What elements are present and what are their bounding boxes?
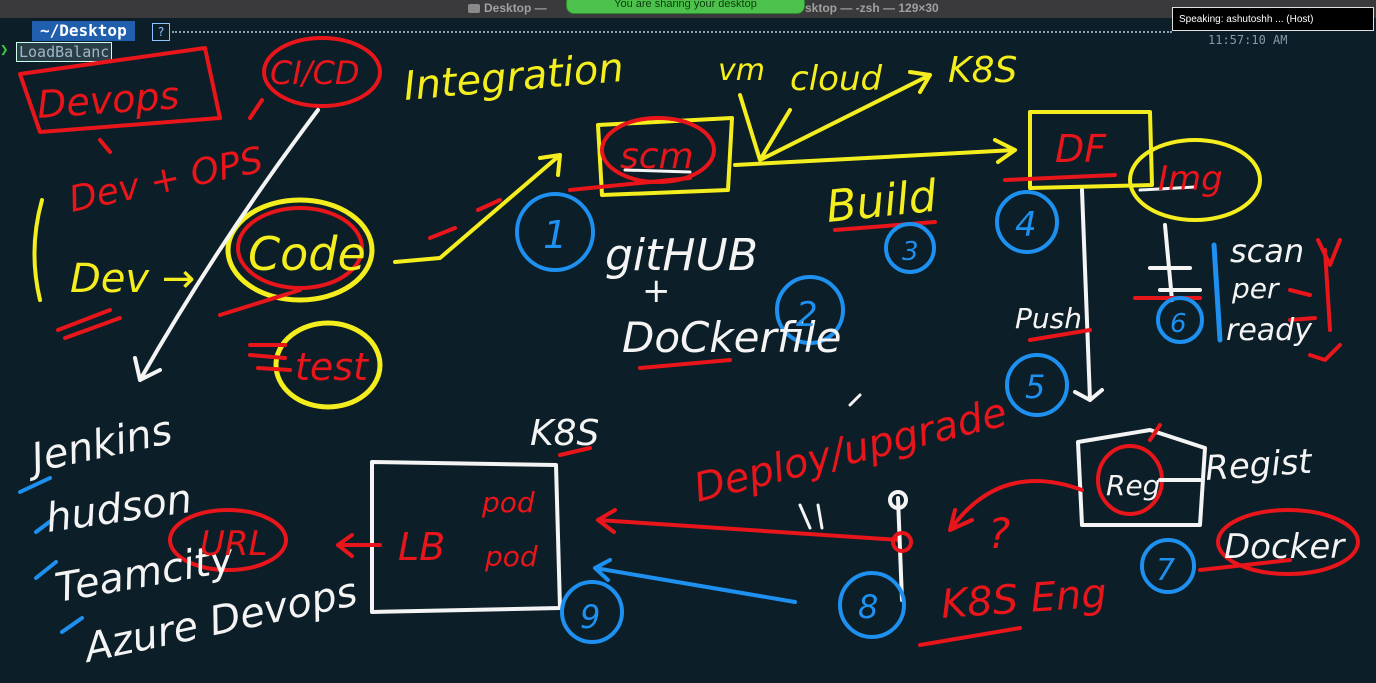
label-dev-arrow: Dev →: [70, 256, 195, 302]
label-step-2: 2: [796, 295, 818, 335]
label-vm: vm: [718, 53, 765, 88]
dev-bracket: [32, 198, 44, 302]
step-6-circle: [1156, 296, 1204, 344]
registry-to-k8s-arrow: [948, 479, 1084, 532]
label-jenkins: Jenkins: [21, 407, 177, 483]
label-cloud: cloud: [790, 59, 882, 99]
window-title-left-text: Desktop —: [484, 1, 547, 15]
label-cicd: CI/CD: [270, 54, 360, 92]
node-top: [888, 490, 908, 510]
label-build: Build: [824, 171, 940, 233]
label-k8s-eng: K8S Eng: [939, 571, 1108, 628]
step-8-circle: [838, 571, 906, 639]
scan-bar: [1211, 242, 1223, 343]
help-icon: ?: [152, 23, 170, 41]
tool-ticks: [18, 476, 84, 634]
url-ellipse: [168, 508, 288, 572]
step-1-circle: [515, 192, 595, 272]
label-reg: Reg: [1106, 469, 1160, 502]
cicd-tick: [248, 98, 264, 120]
code-ellipse: [225, 197, 375, 303]
label-deploy-upgrade: Deploy/upgrade: [689, 390, 1011, 512]
label-plus: +: [642, 271, 671, 311]
blue-arrow: [593, 558, 797, 604]
label-question: ?: [988, 509, 1010, 558]
label-url: URL: [200, 524, 267, 564]
label-step-9: 9: [580, 598, 600, 636]
label-scan: scan: [1230, 232, 1304, 270]
registry-box: [1076, 428, 1207, 527]
lb-to-url-arrow: [336, 533, 382, 558]
step-4-circle: [995, 190, 1059, 254]
white-strokes: [623, 168, 1197, 530]
prompt-path-segment: ~/Desktop: [32, 21, 135, 41]
step-9-circle: [560, 580, 624, 644]
docker-ellipse: [1216, 508, 1360, 576]
label-step-4: 4: [1015, 205, 1037, 245]
label-dockerfile: DoCkerfile: [622, 313, 841, 362]
label-github: gitHUB: [605, 230, 758, 281]
window-title-left: Desktop —: [468, 1, 547, 15]
cicd-ellipse: [262, 36, 382, 108]
active-speaker-indicator: Speaking: ashutoshh ... (Host): [1172, 7, 1374, 31]
screen-share-banner[interactable]: You are sharing your desktop: [566, 0, 805, 14]
df-box: [1028, 110, 1154, 190]
vm-lines: [738, 70, 932, 162]
label-step-7: 7: [1156, 553, 1175, 588]
label-step-1: 1: [543, 213, 567, 257]
df-down-arrow: [1073, 188, 1104, 402]
img-down-lines: [1148, 223, 1202, 302]
scm-to-df-arrow: [733, 138, 1017, 167]
label-step-8: 8: [858, 588, 878, 626]
label-pod-1: pod: [481, 486, 535, 519]
command-input[interactable]: LoadBalanc: [16, 42, 113, 62]
label-scm: scm: [620, 136, 694, 177]
label-k8s-top: K8S: [948, 50, 1017, 91]
label-step-3: 3: [902, 237, 919, 267]
label-perf: per: [1231, 272, 1280, 305]
window-title-right: sktop — -zsh — 129×30: [805, 1, 939, 15]
label-lb: LB: [398, 525, 445, 569]
label-code: Code: [248, 227, 366, 281]
label-push: Push: [1015, 302, 1082, 335]
label-df: DF: [1055, 127, 1107, 171]
check-bracket: [1323, 248, 1332, 332]
label-devops: Devops: [36, 73, 181, 127]
label-test: test: [295, 345, 370, 389]
step-2-circle: [775, 275, 845, 345]
prompt-clock: 11:57:10 AM: [1208, 33, 1288, 47]
label-docker: Docker: [1224, 527, 1346, 567]
label-step-6: 6: [1170, 309, 1187, 339]
code-to-scm-arrow: [393, 153, 562, 264]
scm-box: [596, 116, 734, 197]
folder-icon: [468, 4, 480, 14]
step-5-circle: [1005, 353, 1069, 417]
label-regist: Regist: [1204, 442, 1315, 489]
label-k8s-mid: K8S: [530, 413, 599, 454]
label-pod-2: pod: [484, 540, 538, 573]
prompt-dotted-filler: [172, 31, 1172, 33]
label-dev-ops: Dev + OPS: [65, 140, 266, 221]
step-3-circle: [884, 222, 936, 274]
label-ready: ready: [1226, 313, 1313, 348]
deploy-arrow: [596, 508, 902, 542]
label-img: Img: [1158, 159, 1223, 199]
label-integration: Integration: [402, 45, 626, 110]
devops-box: [18, 46, 222, 134]
node-mid: [891, 531, 913, 553]
label-step-5: 5: [1025, 368, 1045, 406]
test-ellipse: [273, 320, 383, 410]
code-inner-ellipse: [236, 206, 364, 290]
prompt-arrow-icon: ❯: [0, 42, 9, 58]
k8s-cluster-box: [370, 460, 562, 614]
img-ellipse: [1128, 138, 1262, 222]
red-strokes: [56, 138, 1292, 647]
cicd-arrow: [133, 108, 320, 382]
step-7-circle: [1140, 538, 1196, 594]
check-marks: [1288, 238, 1342, 362]
